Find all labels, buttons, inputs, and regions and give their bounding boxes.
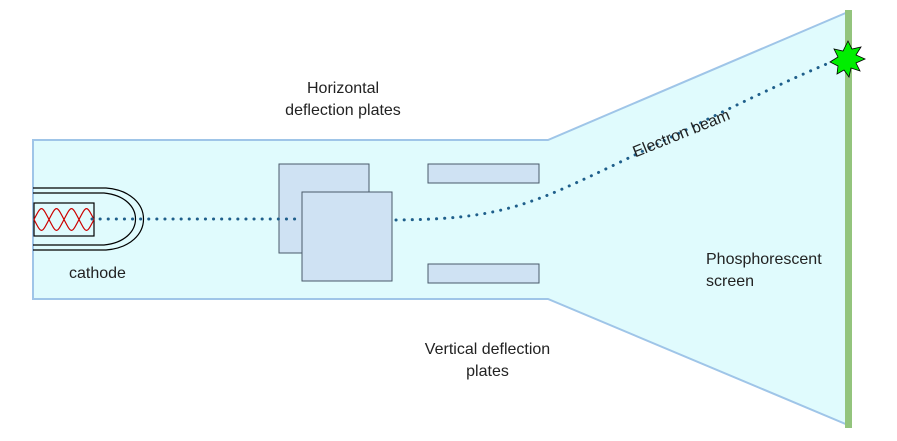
screen-label-line2: screen <box>706 273 755 290</box>
vertical-plates-label-line1: Vertical deflection <box>424 341 551 358</box>
phosphorescent-screen <box>845 10 852 428</box>
gun-inner-housing <box>33 192 137 246</box>
screen-label: Phosphorescent screen <box>706 249 822 293</box>
cathode-gun <box>33 187 144 251</box>
horizontal-plates-label-line1: Horizontal <box>306 80 380 97</box>
gun-outer-housing <box>33 187 144 251</box>
cathode-label: cathode <box>69 265 126 282</box>
horizontal-deflection-plate-front <box>301 191 393 282</box>
vertical-deflection-plate-top <box>427 163 540 184</box>
horizontal-plates-label-line2: deflection plates <box>285 102 401 119</box>
screen-label-line1: Phosphorescent <box>706 251 822 268</box>
vertical-deflection-plate-bottom <box>427 263 540 284</box>
beam-impact-spot <box>829 40 866 78</box>
vertical-plates-label-line2: plates <box>466 363 509 380</box>
horizontal-plates-label: Horizontal deflection plates <box>258 78 428 122</box>
filament-coil-b <box>33 208 95 231</box>
vertical-plates-label: Vertical deflection plates <box>400 339 575 383</box>
